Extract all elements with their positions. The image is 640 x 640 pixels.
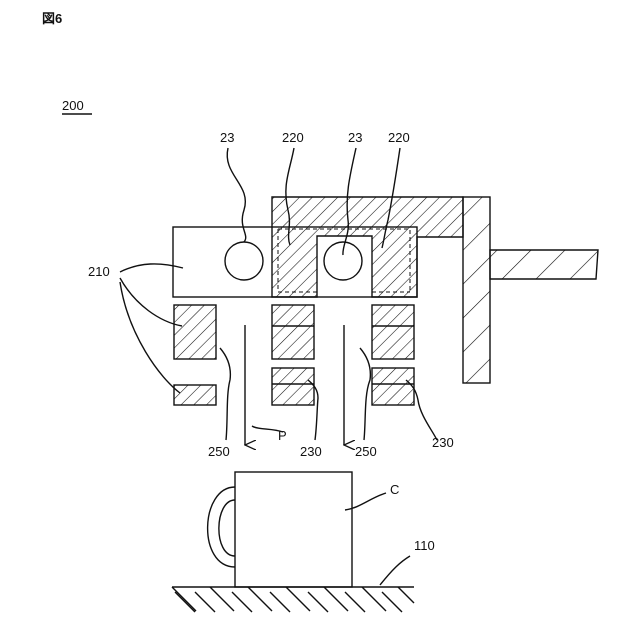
block-230-right xyxy=(372,368,414,405)
roller-23-left xyxy=(225,242,263,280)
label-250-left: 250 xyxy=(208,444,230,459)
label-23-right: 23 xyxy=(348,130,362,145)
figure-title: 図6 xyxy=(42,11,62,26)
support-post xyxy=(463,197,490,383)
label-250-right: 250 xyxy=(355,444,377,459)
block-250-right xyxy=(372,305,414,359)
label-C: C xyxy=(390,482,399,497)
block-230-left xyxy=(174,385,216,405)
base-hatching xyxy=(172,587,414,612)
label-210: 210 xyxy=(88,264,110,279)
block-250-left xyxy=(174,305,216,359)
label-220-left: 220 xyxy=(282,130,304,145)
label-110: 110 xyxy=(414,538,435,553)
assembly-ref-label: 200 xyxy=(62,98,84,113)
label-P: P xyxy=(278,428,287,443)
block-230-middle xyxy=(272,368,314,405)
label-230-middle: 230 xyxy=(300,444,322,459)
label-220-right: 220 xyxy=(388,130,410,145)
label-230-right: 230 xyxy=(432,435,454,450)
label-23-left: 23 xyxy=(220,130,234,145)
support-arm xyxy=(490,250,598,279)
cup-body xyxy=(235,472,352,587)
cup-handle-inner xyxy=(219,500,235,556)
block-250-middle xyxy=(272,305,314,359)
